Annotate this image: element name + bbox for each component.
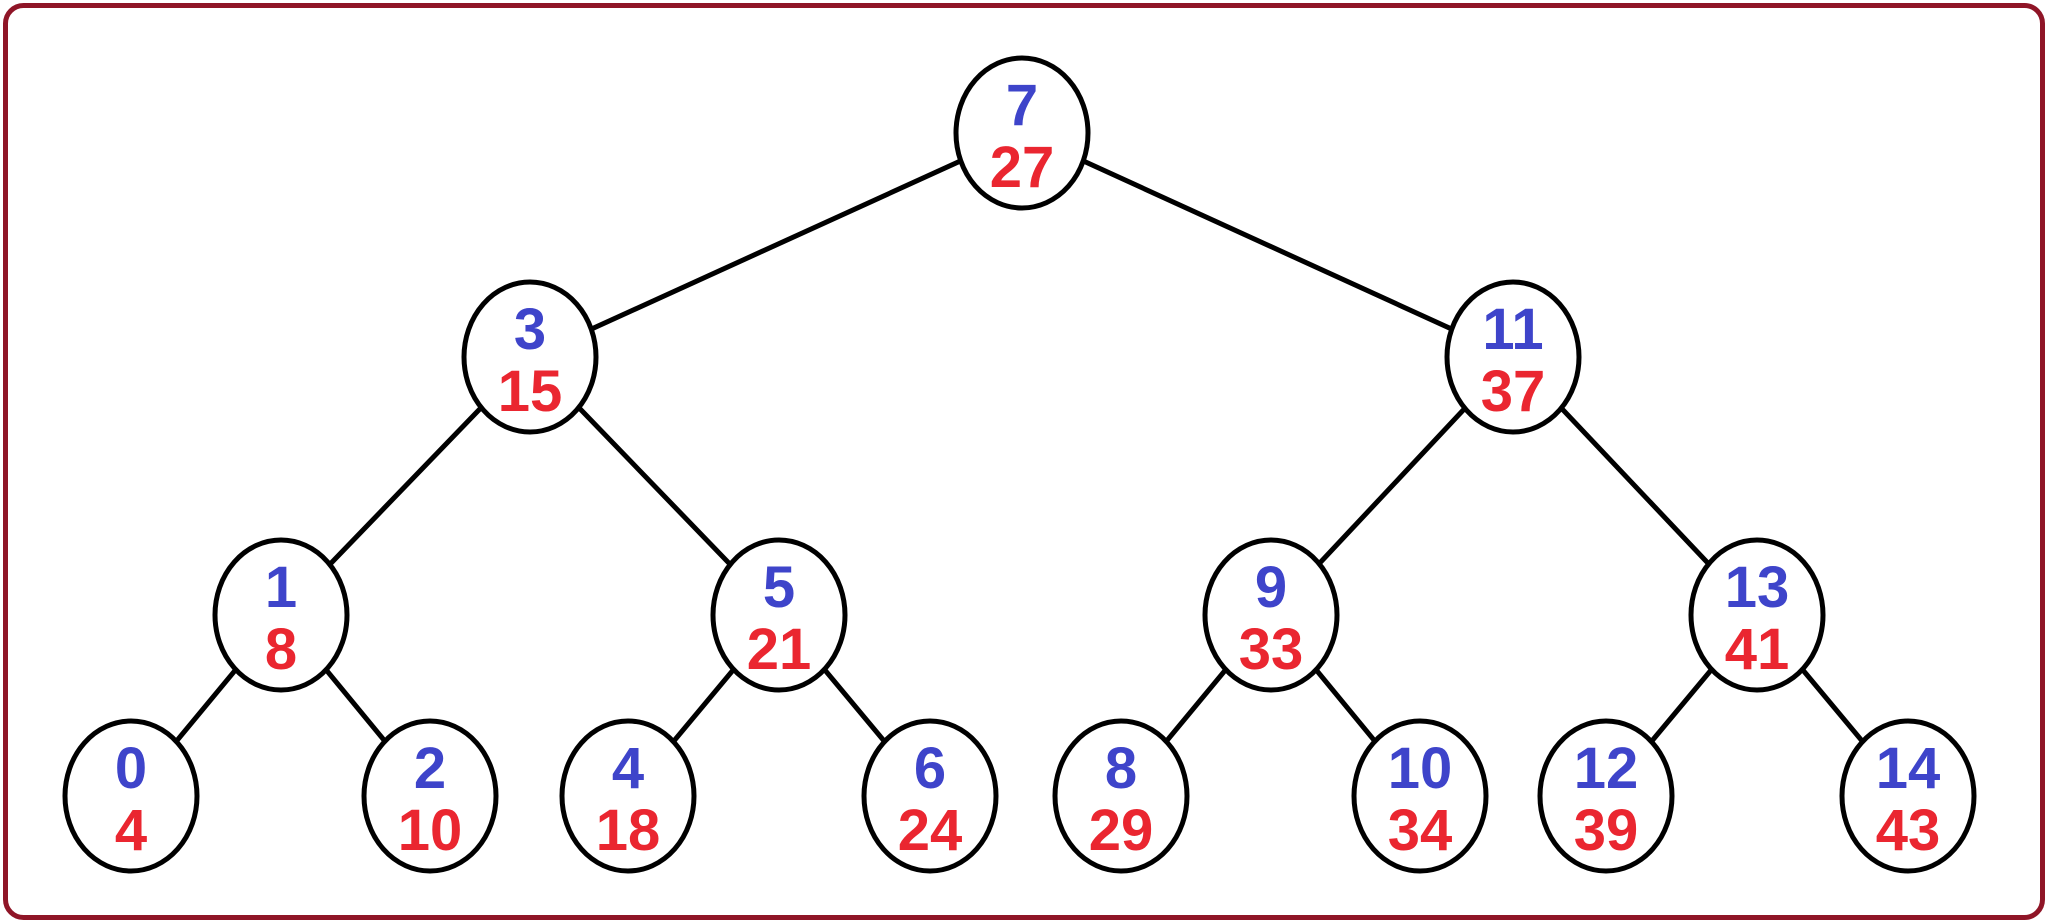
node-index-label: 12	[1574, 736, 1639, 801]
node-value-label: 8	[265, 617, 297, 682]
node-index-label: 6	[914, 736, 946, 801]
node-value-label: 33	[1239, 617, 1304, 682]
node-index-label: 11	[1482, 297, 1543, 362]
node-index-label: 8	[1105, 736, 1137, 801]
node-index-label: 7	[1006, 73, 1038, 138]
node-ellipse	[1537, 718, 1675, 874]
tree-edge-n7-n11	[1020, 130, 1515, 360]
node-value-label: 39	[1574, 798, 1639, 863]
tree-node-8: 829	[1052, 718, 1190, 874]
node-value-label: 34	[1388, 798, 1453, 863]
node-value-label: 24	[898, 798, 963, 863]
node-value-label: 27	[990, 135, 1055, 200]
node-ellipse	[1688, 537, 1826, 693]
node-value-label: 10	[398, 798, 463, 863]
node-index-label: 4	[612, 736, 644, 801]
node-ellipse	[1052, 718, 1190, 874]
node-index-label: 13	[1725, 555, 1790, 620]
page-border	[3, 3, 2045, 920]
node-ellipse	[361, 718, 499, 874]
node-ellipse	[1839, 718, 1977, 874]
node-value-label: 29	[1089, 798, 1154, 863]
node-index-label: 2	[414, 736, 446, 801]
node-value-label: 21	[747, 617, 812, 682]
node-value-label: 15	[498, 359, 563, 424]
tree-edge-n7-n3	[528, 130, 1024, 360]
node-ellipse	[1202, 537, 1340, 693]
node-ellipse	[212, 537, 350, 693]
node-ellipse	[710, 537, 848, 693]
tree-node-2: 210	[361, 718, 499, 874]
tree-node-6: 624	[861, 718, 999, 874]
node-value-label: 41	[1725, 617, 1790, 682]
node-index-label: 9	[1255, 555, 1287, 620]
node-ellipse	[1351, 718, 1489, 874]
node-index-label: 3	[514, 297, 546, 362]
tree-node-9: 933	[1202, 537, 1340, 693]
node-value-label: 37	[1481, 359, 1546, 424]
node-index-label: 5	[763, 555, 795, 620]
node-value-label: 18	[596, 798, 661, 863]
tree-node-3: 315	[461, 279, 599, 435]
node-ellipse	[861, 718, 999, 874]
tree-node-7: 727	[953, 55, 1091, 211]
node-value-label: 4	[115, 798, 147, 863]
node-ellipse	[1444, 279, 1582, 435]
node-value-label: 43	[1876, 798, 1941, 863]
tree-node-5: 521	[710, 537, 848, 693]
node-ellipse	[461, 279, 599, 435]
node-index-label: 1	[265, 555, 297, 620]
tree-node-0: 04	[62, 718, 200, 874]
node-ellipse	[62, 718, 200, 874]
node-ellipse	[953, 55, 1091, 211]
node-index-label: 14	[1876, 736, 1941, 801]
node-index-label: 0	[115, 736, 147, 801]
tree-node-4: 418	[559, 718, 697, 874]
tree-node-1: 18	[212, 537, 350, 693]
node-index-label: 10	[1388, 736, 1453, 801]
node-ellipse	[559, 718, 697, 874]
